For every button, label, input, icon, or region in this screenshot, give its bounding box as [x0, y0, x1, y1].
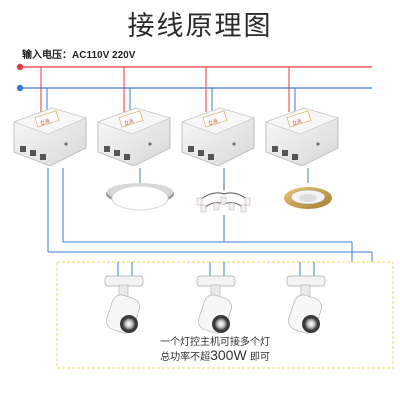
controller-brand-3: 立派 — [207, 117, 219, 127]
diagram-title: 接线原理图 — [127, 11, 273, 42]
controller-drops — [40, 67, 296, 112]
controllers: 立派 立派 立派 — [13, 107, 339, 167]
note-power-value: 300W — [210, 347, 247, 363]
chandelier-icon — [196, 183, 251, 213]
note-suffix: 即可 — [249, 352, 270, 363]
neutral-terminal-dot — [16, 84, 24, 92]
controller-box-2: 立派 — [97, 107, 171, 167]
input-voltage-prefix: 输入电压： — [22, 50, 72, 61]
main-wires — [16, 63, 372, 92]
track-spotlight-icon-2 — [196, 275, 236, 334]
controller-brand-1: 立派 — [39, 117, 51, 127]
note-prefix: 总功率不超 — [160, 352, 211, 363]
input-voltage-values: AC110V 220V — [72, 50, 136, 61]
controller-box-3: 立派 — [181, 107, 255, 167]
track-spotlight-icon-1 — [104, 275, 144, 334]
track-spotlight-icon-3 — [286, 275, 326, 334]
controller-brand-2: 立派 — [123, 117, 135, 127]
note-line-1: 一个灯控主机可接多个灯 — [160, 337, 270, 348]
live-terminal-dot — [16, 63, 24, 71]
controller-box-1: 立派 — [13, 107, 87, 167]
multi-lamp-box — [56, 261, 394, 369]
downlight-icon — [284, 187, 332, 209]
controller-brand-4: 立派 — [291, 117, 303, 127]
spotlight-wires — [117, 262, 315, 278]
ceiling-lamp-icon — [106, 183, 174, 211]
controller-box-4: 立派 — [265, 107, 339, 167]
input-voltage-label: 输入电压：AC110V 220V — [22, 46, 135, 61]
output-wires — [47, 168, 373, 262]
note-line-2: 总功率不超300W 即可 — [140, 347, 290, 363]
